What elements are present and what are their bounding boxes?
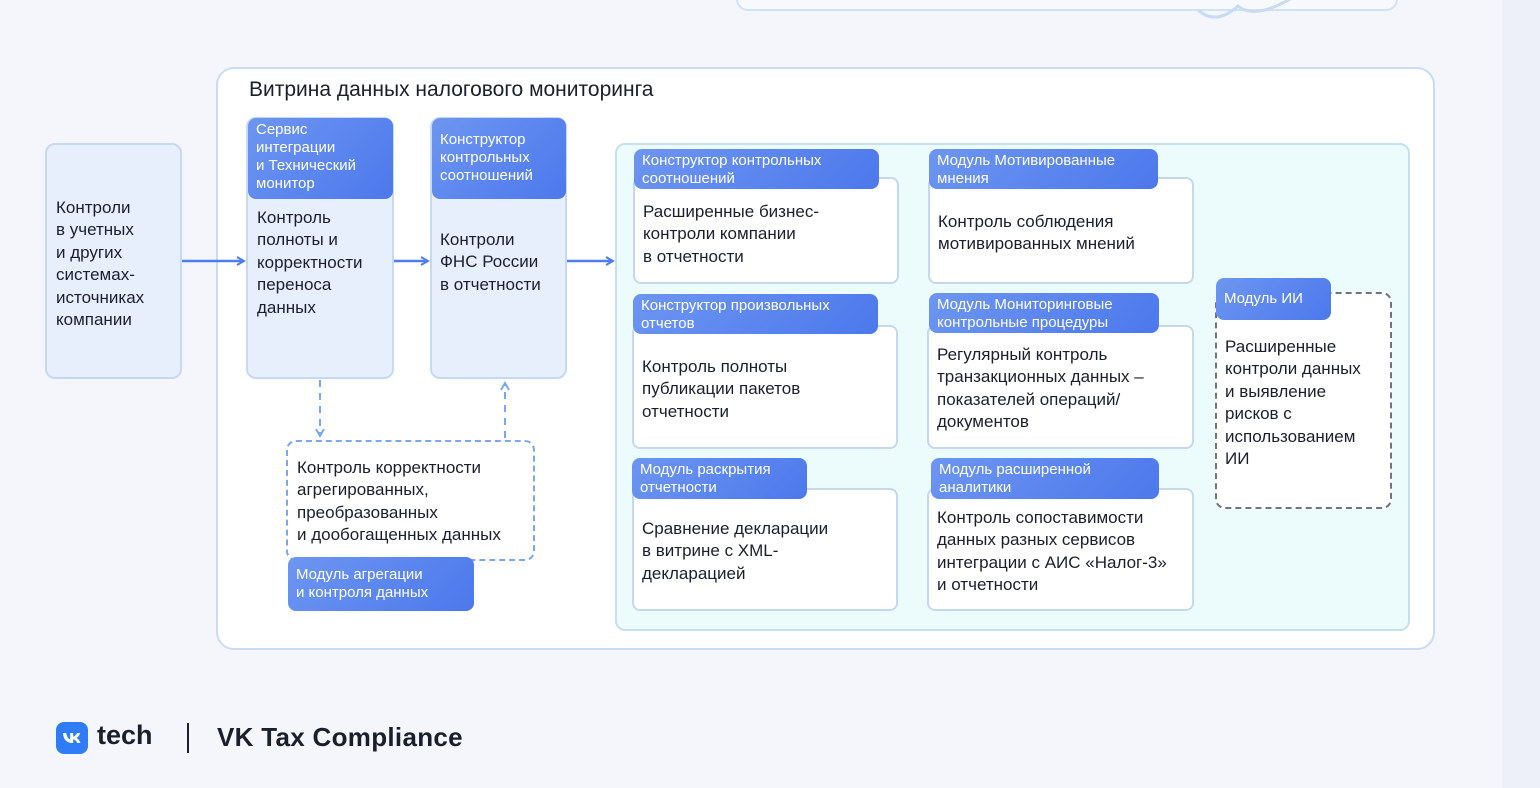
decorative-shape-icon — [1197, 0, 1292, 19]
module-card-text: Расширенные бизнес- контроли компании в … — [643, 202, 819, 266]
module-card-advanced-analytics: Контроль сопоставимости данных разных се… — [927, 488, 1194, 611]
vk-logo-icon — [56, 722, 88, 754]
module-card-motivated-opinions: Контроль соблюдения мотивированных мнени… — [928, 177, 1194, 284]
module-card-custom-reports: Контроль полноты публикации пакетов отче… — [632, 325, 898, 449]
aggregation-control-text: Контроль корректности агрегированных, пр… — [297, 458, 501, 545]
aggregation-control-box: Контроль корректности агрегированных, пр… — [286, 440, 535, 561]
ai-module-text: Расширенные контроли данных и выявление … — [1225, 337, 1361, 469]
module-header-custom-reports: Конструктор произвольных отчетов — [633, 294, 878, 334]
ratio-builder-text: Контроли ФНС России в отчетности — [440, 230, 541, 294]
module-card-text: Контроль полноты публикации пакетов отче… — [642, 357, 801, 421]
footer-divider — [187, 723, 189, 753]
footer-product-name: VK Tax Compliance — [217, 722, 463, 752]
module-header-advanced-analytics: Модуль расширенной аналитики — [931, 458, 1159, 499]
ai-module-header: Модуль ИИ — [1216, 278, 1331, 320]
module-card-monitoring-procedures: Регулярный контроль транзакционных данны… — [927, 325, 1194, 449]
module-header-monitoring-procedures: Модуль Мониторинговые контрольные процед… — [929, 293, 1159, 333]
diagram-title: Витрина данных налогового мониторинга — [249, 78, 654, 101]
right-edge-strip — [1502, 0, 1540, 788]
source-systems-text: Контроли в учетных и других системах- ис… — [56, 198, 145, 330]
module-header-ratio-builder: Конструктор контрольных соотношений — [634, 149, 879, 189]
ai-module-box: Расширенные контроли данных и выявление … — [1215, 292, 1392, 509]
module-header-motivated-opinions: Модуль Мотивированные мнения — [929, 149, 1158, 189]
module-card-text: Сравнение декларации в витрине с XML- де… — [642, 519, 829, 583]
module-card-text: Контроль сопоставимости данных разных се… — [937, 508, 1167, 595]
ratio-builder-header: Конструктор контрольных соотношений — [432, 118, 566, 199]
module-card-reporting-disclosure: Сравнение декларации в витрине с XML- де… — [632, 488, 898, 611]
footer-tech-label: tech — [97, 720, 153, 750]
aggregation-module-header: Модуль агрегации и контроля данных — [288, 557, 474, 611]
top-frame-edge — [736, 0, 1398, 11]
source-systems-box: Контроли в учетных и других системах- ис… — [45, 143, 182, 379]
integration-service-header: Сервис интеграции и Технический монитор — [248, 118, 393, 199]
module-card-ratio-builder: Расширенные бизнес- контроли компании в … — [633, 177, 899, 284]
integration-service-text: Контроль полноты и корректности переноса… — [257, 208, 363, 317]
module-card-text: Регулярный контроль транзакционных данны… — [937, 345, 1144, 432]
module-card-text: Контроль соблюдения мотивированных мнени… — [938, 212, 1135, 254]
module-header-reporting-disclosure: Модуль раскрытия отчетности — [632, 458, 807, 499]
